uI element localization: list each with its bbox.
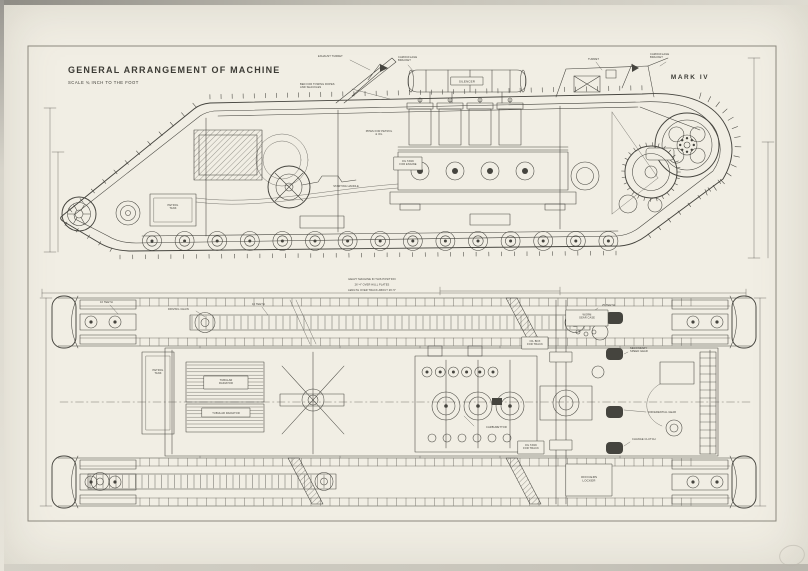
dimension-lines-right: [747, 57, 775, 259]
officers-locker-box: [565, 463, 613, 497]
photo-edge-bottom: [0, 564, 808, 571]
oil-tank-track-label-box: [517, 440, 545, 455]
petrol-tank-inner: [153, 197, 193, 223]
label-pipes-note: PIPES FOR PETROL& OIL: [366, 129, 393, 136]
shaft-bearing: [549, 439, 573, 451]
label-exhaust-turret: EXHAUST TURRET: [318, 54, 343, 58]
track-outline-outer: [60, 93, 733, 252]
scale-note: SCALE ¾ INCH TO THE FOOT: [68, 80, 139, 85]
fuel-pipes: [195, 183, 399, 205]
petrol-tank-side: [149, 193, 197, 227]
fan-circle: [255, 133, 309, 187]
page-title: GENERAL ARRANGEMENT OF MACHINE: [68, 65, 281, 75]
silencer-label-box: [450, 76, 484, 86]
label-radiator-lower: TUBULAR RADIATOR: [212, 411, 240, 415]
worm-case-label-box: [565, 309, 609, 327]
track-frame-inner-lines: [79, 305, 731, 499]
track-end-cap: [731, 455, 757, 509]
label-change-clutch: CHANGE CLUTCH: [632, 437, 656, 441]
dimension-note-3: LENGTH OVER TRACK ABOUT 26'-5": [348, 288, 396, 292]
track-outline-inner: [73, 101, 721, 244]
fan-inner: [262, 140, 302, 180]
radiator-side: [193, 129, 263, 181]
track-chain-lower: [87, 472, 337, 491]
oil-tank-label-box: [393, 156, 423, 171]
turret-cab: [555, 57, 669, 98]
dimension-lines-left: [43, 107, 65, 253]
starting-handle-crank: [301, 175, 357, 186]
diagonal-ramp: [505, 457, 542, 505]
engine-plan: [414, 345, 538, 453]
label-leaders: [349, 59, 667, 355]
rear-hull-plan: [646, 351, 717, 455]
track-end-cap: [51, 295, 77, 349]
label-teeth-25: 25 TEETH: [602, 303, 615, 307]
track-end-cap: [51, 455, 77, 509]
cross-member-assembly: [279, 351, 345, 455]
clutch-and-gears: [570, 142, 681, 214]
plan-view: 16 TEETH DRIVING CHAIN 16 TEETH 25 TEETH…: [39, 286, 767, 509]
label-starting-handle: STARTING HANDLE: [333, 184, 359, 188]
photo-edge-left: [0, 0, 4, 571]
label-turret: TURRET: [588, 57, 599, 61]
plan-dimension-lines: [39, 286, 767, 507]
tubular-radiator-plan: [185, 361, 265, 433]
exhaust-turret-structure: [335, 57, 397, 104]
label-teeth-16-a: 16 TEETH: [100, 300, 113, 304]
floor-box-1: [299, 215, 345, 229]
label-carburettor: CARBURETTOR: [486, 425, 507, 429]
drawing-frame: [27, 45, 777, 522]
road-wheels: [142, 231, 619, 251]
floor-box-2: [469, 213, 511, 226]
label-differential: DIFFERENTIAL GEAR: [648, 410, 676, 414]
label-silencer: SILENCER: [459, 80, 476, 84]
petrol-tank-plan-inner: [145, 355, 171, 431]
dimension-note-2: 26'-4" OVER HULL PLATES: [355, 283, 390, 287]
oil-box-label-box: [521, 336, 549, 350]
photo-edge-top: [0, 0, 808, 5]
diagonal-ramp: [287, 457, 324, 505]
label-driving-chain: DRIVING CHAIN: [168, 307, 189, 311]
track-frames: [57, 297, 753, 507]
mark-designation: MARK IV: [671, 74, 709, 81]
rear-idler-wheels: [61, 196, 141, 232]
label-teeth-16-b: 16 TEETH: [252, 302, 265, 306]
horn-assembly: [71, 455, 137, 509]
diagonal-brace: [289, 299, 317, 345]
track-end-cap: [731, 295, 757, 349]
silencer-assembly: [407, 69, 527, 104]
front-idler-wheel: [611, 111, 720, 215]
flywheel: [267, 165, 311, 209]
track-teeth: [64, 85, 742, 260]
transmission-plan: [539, 312, 623, 454]
track-plate-ticks: [139, 298, 692, 506]
engine-side-view: [389, 97, 577, 211]
radiator-frame: [198, 134, 258, 176]
petrol-tank-plan: [141, 351, 175, 435]
shaft-bearing: [549, 351, 573, 363]
dimension-note-1: HEAVY MACHINE IN THIS POSITION: [348, 277, 395, 281]
